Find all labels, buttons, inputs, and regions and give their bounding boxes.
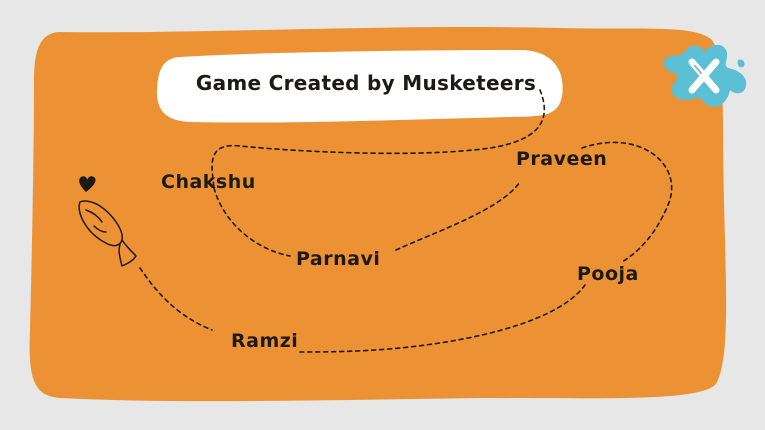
credit-name-praveen: Praveen (516, 148, 608, 170)
credit-name-chakshu: Chakshu (161, 171, 256, 193)
fish-icon (78, 200, 137, 267)
credits-route (139, 89, 673, 353)
credit-name-ramzi: Ramzi (231, 330, 299, 352)
close-button[interactable] (656, 38, 752, 114)
credit-name-parnavi: Parnavi (296, 248, 381, 270)
heart-icon (79, 176, 96, 192)
close-x-icon (663, 44, 747, 107)
credit-name-pooja: Pooja (577, 263, 639, 285)
credits-title: Game Created by Musketeers (195, 71, 537, 95)
title-banner (156, 50, 563, 123)
